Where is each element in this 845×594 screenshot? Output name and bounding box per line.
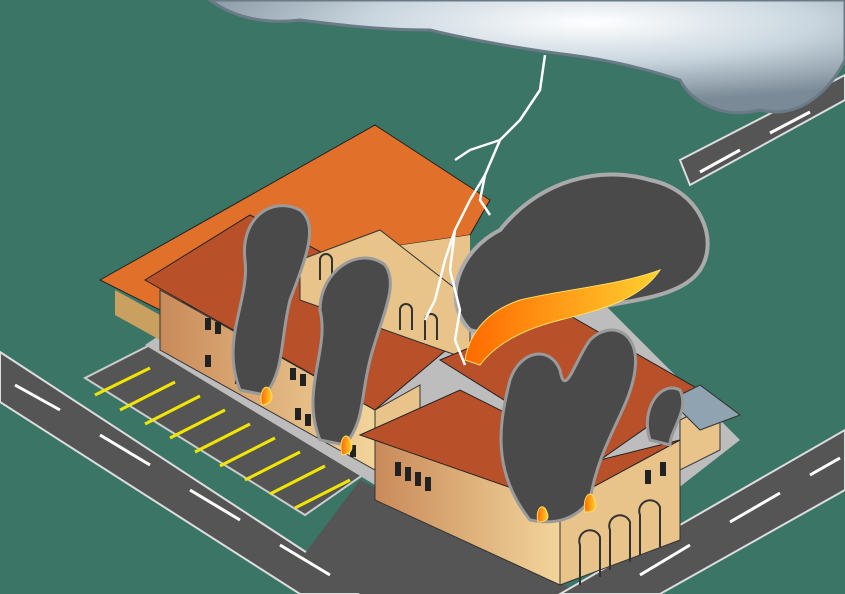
lightning-bolt [423,54,547,366]
flames [260,268,662,523]
parking-lot [82,343,372,517]
smoke-plumes [231,172,710,524]
road-markings [14,110,841,577]
storm-cloud [207,0,845,115]
